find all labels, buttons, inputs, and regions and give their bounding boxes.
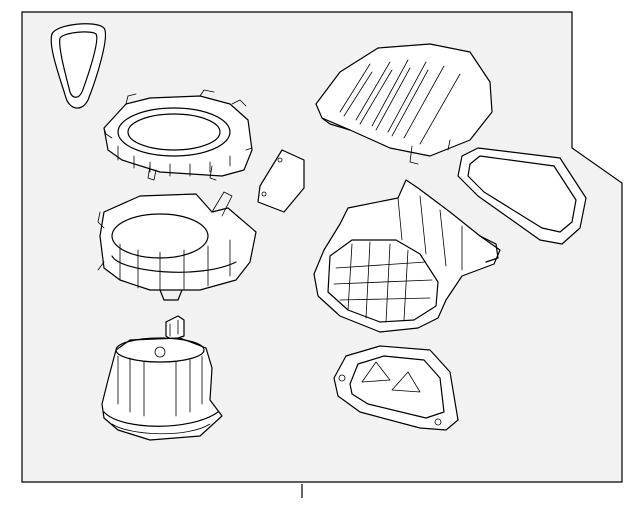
blower-motor [101,337,223,441]
blower-housing-upper [103,89,253,181]
resistor-plate [257,149,305,213]
blower-scroll-housing [97,191,257,301]
filter-frame-seal [457,147,587,245]
intake-housing [313,179,501,333]
top-cover [315,43,493,165]
filter-seal-gasket [50,23,106,109]
clip [165,315,185,341]
filter-cover [333,345,459,431]
